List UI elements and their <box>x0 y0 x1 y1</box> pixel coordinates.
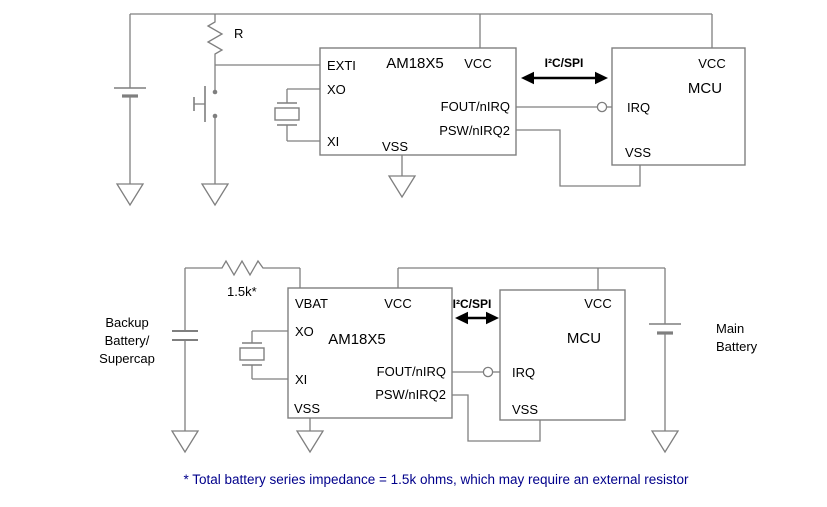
series-resistor: 1.5k* <box>185 259 301 299</box>
battery-symbol <box>114 14 146 184</box>
rtc-pin-xo: XO <box>327 82 346 97</box>
pullup-resistor: R <box>206 14 243 66</box>
rtc-pin-exti: EXTI <box>327 58 356 73</box>
main-battery-symbol <box>649 268 681 431</box>
footnote: * Total battery series impedance = 1.5k … <box>183 472 689 487</box>
mcu-pin-vss-bottom: VSS <box>512 402 538 417</box>
mcu-pin-vcc: VCC <box>698 56 725 71</box>
bus-label: I²C/SPI <box>545 56 584 70</box>
mcu-chip: VCC MCU IRQ VSS <box>611 47 746 166</box>
rtc-title-bottom: AM18X5 <box>328 331 386 348</box>
mcu-chip-bottom: VCC MCU IRQ VSS <box>499 289 626 421</box>
rtc-chip-bottom: VBAT VCC XO AM18X5 XI FOUT/nIRQ PSW/nIRQ… <box>287 287 453 419</box>
mcu-pin-irq-bottom: IRQ <box>512 365 535 380</box>
rtc-pin-fout-bottom: FOUT/nIRQ <box>377 364 446 379</box>
mcu-pin-vss: VSS <box>625 145 651 160</box>
rtc-title: AM18X5 <box>386 55 444 72</box>
bus-label-bottom: I²C/SPI <box>453 297 492 311</box>
backup-label-line2: Battery/ <box>105 333 150 348</box>
mcu-title: MCU <box>688 80 722 97</box>
mcu-box <box>611 47 746 166</box>
pushbutton-switch <box>193 66 218 184</box>
fout-nirq-net <box>516 101 612 113</box>
switch-contact-bottom <box>212 113 218 119</box>
rtc-pin-psw-bottom: PSW/nIRQ2 <box>375 387 446 402</box>
backup-label-line3: Supercap <box>99 351 155 366</box>
rtc-box-bottom <box>287 287 453 419</box>
series-resistor-label: 1.5k* <box>227 284 257 299</box>
i2c-spi-bus: I²C/SPI <box>521 56 608 85</box>
crystal-body-bottom <box>239 347 265 361</box>
resistor-label: R <box>234 26 243 41</box>
ground-symbol-rtc <box>387 175 417 199</box>
mcu-pin-irq: IRQ <box>627 100 650 115</box>
crystal-symbol <box>274 88 320 142</box>
mcu-title-bottom: MCU <box>567 330 601 347</box>
open-drain-indicator-bottom <box>482 366 494 378</box>
bus-arrowhead-left <box>521 71 534 85</box>
ground-symbol-battery <box>115 183 145 207</box>
rtc-pin-psw: PSW/nIRQ2 <box>439 123 510 138</box>
ground-symbol-switch <box>200 183 230 207</box>
backup-label-line1: Backup <box>105 315 148 330</box>
ground-symbol-supercap <box>170 430 200 454</box>
rtc-pin-vcc-bottom: VCC <box>384 296 411 311</box>
fout-nirq-net-bottom <box>452 366 500 378</box>
rtc-pin-vss-bottom: VSS <box>294 401 320 416</box>
ground-symbol-main-battery <box>650 430 680 454</box>
mcu-box-bottom <box>499 289 626 421</box>
bus-arrowhead-right-bottom <box>486 311 499 325</box>
rtc-pin-xi-bottom: XI <box>295 372 307 387</box>
main-battery-label-line1: Main <box>716 321 744 336</box>
bottom-circuit: Backup Battery/ Supercap 1.5k* <box>99 259 758 454</box>
switch-contact-top <box>212 89 218 95</box>
psw-nirq2-net-bottom <box>452 394 541 442</box>
crystal-body <box>274 107 300 121</box>
rtc-pin-xo-bottom: XO <box>295 324 314 339</box>
rtc-box <box>319 47 517 156</box>
crystal-symbol-bottom <box>239 330 288 380</box>
i2c-spi-bus-bottom: I²C/SPI <box>453 297 499 325</box>
bus-arrowhead-right <box>595 71 608 85</box>
psw-nirq2-net <box>516 129 641 187</box>
main-battery-label-line2: Battery <box>716 339 758 354</box>
rtc-pin-xi: XI <box>327 134 339 149</box>
rtc-pin-vbat: VBAT <box>295 296 328 311</box>
rtc-pin-fout: FOUT/nIRQ <box>441 99 510 114</box>
main-battery-label: Main Battery <box>716 321 758 354</box>
backup-battery-label: Backup Battery/ Supercap <box>99 315 155 366</box>
rtc-pin-vss: VSS <box>382 139 408 154</box>
ground-symbol-rtc-bottom <box>295 430 325 454</box>
series-resistor-zigzag <box>185 259 300 277</box>
open-drain-indicator <box>596 101 608 113</box>
top-circuit: R EXTI AM18X5 <box>114 13 746 207</box>
resistor-zigzag <box>206 14 224 66</box>
mcu-pin-vcc-bottom: VCC <box>584 296 611 311</box>
supercap-symbol <box>172 268 198 431</box>
rtc-chip: EXTI AM18X5 VCC XO XI FOUT/nIRQ PSW/nIRQ… <box>319 47 517 156</box>
bus-arrowhead-left-bottom <box>455 311 468 325</box>
rtc-pin-vcc: VCC <box>464 56 491 71</box>
